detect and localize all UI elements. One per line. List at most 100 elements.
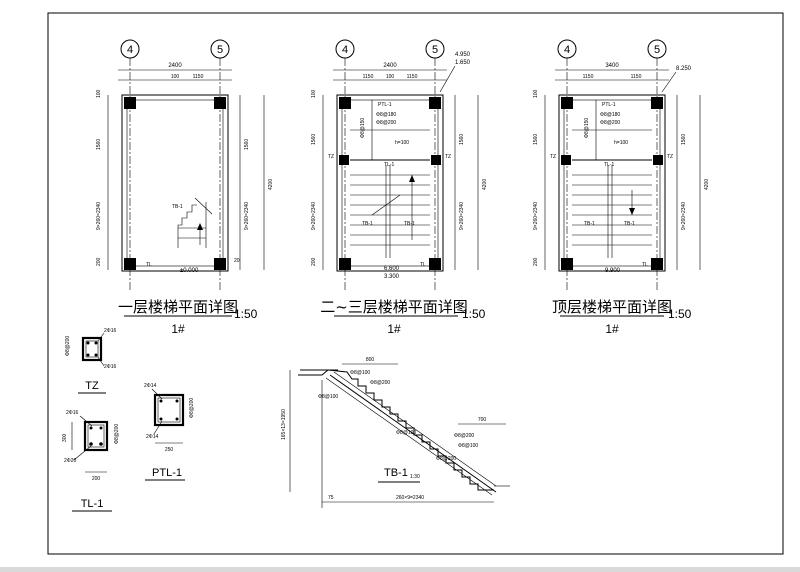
tz-bar-top: 2Φ16 — [104, 328, 117, 334]
ptl1-dim-w: 250 — [165, 447, 174, 453]
elev-1650: 1.650 — [455, 60, 471, 66]
scale-plan-3: 1:50 — [668, 307, 692, 321]
label-tl1-b: TL-1 — [384, 162, 395, 168]
label-h100-c: h=100 — [614, 140, 628, 146]
tb1-bar-3: Φ8@100 — [396, 430, 416, 436]
tl1-bar-top: 2Φ16 — [66, 410, 79, 416]
dim-left-3: 200 — [96, 257, 102, 266]
tb1-bar-1: Φ8@200 — [370, 380, 390, 386]
elev-8250: 8.250 — [676, 66, 692, 72]
section-tl1: 2Φ16 Φ8@200 2Φ20 300 200 TL-1 — [62, 410, 120, 512]
dim-top-b-c: 1150 — [631, 74, 642, 80]
dim-right-1-c: 9×260=2340 — [681, 202, 687, 230]
label-tl-b: TL — [420, 262, 426, 268]
label-tl-c: TL — [642, 262, 648, 268]
label-tb1-c2: TB-1 — [624, 221, 635, 227]
tl1-dim-w: 200 — [92, 476, 101, 482]
number-plan-2: 1# — [387, 322, 401, 336]
tl1-dim-h: 300 — [62, 433, 68, 442]
tl1-stirrup: Φ8@200 — [114, 424, 120, 444]
grid-label-5-b: 5 — [432, 44, 438, 56]
label-tz-right-b: TZ — [445, 154, 451, 160]
label-tl-g: TL — [146, 262, 152, 268]
grid-label-4-b: 4 — [342, 44, 348, 56]
dim-right-2: 4200 — [268, 179, 274, 190]
tb1-bar-2: Φ8@100 — [318, 394, 338, 400]
dim-right-1: 9×260=2340 — [244, 202, 250, 230]
dim-left-3-c: 9×260=2340 — [533, 202, 539, 230]
dim-top-a-c: 1150 — [583, 74, 594, 80]
label-tz-right-c: TZ — [667, 154, 673, 160]
dim-left-4-b: 200 — [311, 257, 317, 266]
label-rebar-a-c: Φ8@180 — [600, 112, 620, 118]
dim-left-1: 1560 — [96, 139, 102, 150]
elev-3300: 3.300 — [384, 274, 400, 280]
dim-right-2-c: 4200 — [704, 179, 710, 190]
dim-top-c-b: 1150 — [407, 74, 418, 80]
tb1-scale: 1:30 — [410, 474, 420, 480]
label-rebar-b-b: Φ8@200 — [376, 120, 396, 126]
tb1-bar-5: Φ8@100 — [458, 443, 478, 449]
label-rebar-c-b: Φ8@150 — [360, 118, 366, 138]
label-rebar-c-c: Φ8@150 — [584, 118, 590, 138]
section-tz: 2Φ16 Φ8@200 2Φ16 TZ — [65, 328, 117, 394]
dim-left-2: 9×260=2340 — [96, 202, 102, 230]
dim-top-gap: 100 — [171, 74, 180, 80]
dim-right-0-b: 1560 — [459, 134, 465, 145]
number-plan-3: 1# — [605, 322, 619, 336]
title-plan-3: 顶层楼梯平面详图 — [552, 298, 672, 316]
dim-left-3-b: 9×260=2340 — [311, 202, 317, 230]
ptl1-title: PTL-1 — [152, 467, 182, 479]
treads-b — [350, 165, 430, 258]
dim-right-2-b: 4200 — [482, 179, 488, 190]
dim-top-width: 2400 — [168, 63, 182, 69]
grid-label-5-c: 5 — [654, 44, 660, 56]
section-ptl1: 2Φ14 Φ8@200 2Φ14 250 PTL-1 — [144, 383, 195, 481]
dim-left-1-b: 1560 — [311, 134, 317, 145]
tz-title: TZ — [85, 380, 99, 392]
dim-top-a-b: 1150 — [363, 74, 374, 80]
tb1-dim-height: 165×13=1950 — [281, 409, 287, 440]
title-plan-2: 二~三层楼梯平面详图 — [320, 298, 468, 316]
dim-top-width-c: 3400 — [605, 63, 619, 69]
section-tb1: 800 700 165×13=1950 260×9=2340 75 Φ8@100… — [281, 357, 510, 508]
dim-left-0: 100 — [96, 89, 102, 98]
label-h100-b: h=100 — [395, 140, 409, 146]
tb1-bar-4: Φ8@200 — [454, 433, 474, 439]
dim-top-flight: 1150 — [193, 74, 204, 80]
ptl1-bar-top: 2Φ14 — [144, 383, 157, 389]
number-plan-1: 1# — [171, 322, 185, 336]
label-tb1-b2: TB-1 — [404, 221, 415, 227]
scale-plan-1: 1:50 — [234, 307, 258, 321]
tl1-bar-bottom: 2Φ20 — [64, 458, 77, 464]
elev-ground: ±0.000 — [180, 268, 199, 274]
tb1-dim-top: 800 — [366, 357, 375, 363]
plan-ground-floor: 4 5 2400 100 1150 TB-1 TL ±0.000 100 156… — [96, 39, 274, 336]
ptl1-bar-bottom: 2Φ14 — [146, 434, 159, 440]
plan-second-third-floor: 4 5 2400 1150 100 1150 4.950 1.650 PTL-1… — [311, 39, 488, 336]
dim-right-0: 1560 — [244, 139, 250, 150]
dim-right-1-b: 9×260=2340 — [459, 202, 465, 230]
ptl1-stirrup: Φ8@200 — [189, 398, 195, 418]
label-rebar-b-c: Φ8@200 — [600, 120, 620, 126]
tb1-bar-0: Φ8@100 — [350, 370, 370, 376]
tl1-title: TL-1 — [81, 498, 104, 510]
tb1-bar-6: Φ8@200 — [436, 456, 456, 462]
tb1-dim-span: 260×9=2340 — [396, 495, 424, 501]
label-tb1-c1: TB-1 — [584, 221, 595, 227]
dim-right-0-c: 1560 — [681, 134, 687, 145]
tb1-dim-75: 75 — [328, 495, 334, 501]
elev-4950: 4.950 — [455, 52, 471, 58]
grid-label-5: 5 — [217, 44, 223, 56]
tz-bar-bottom: 2Φ16 — [104, 364, 117, 370]
dim-top-width-b: 2400 — [383, 63, 397, 69]
dim-left-0-c: 100 — [533, 89, 539, 98]
label-ptl1-c: PTL-1 — [602, 102, 616, 108]
dim-left-4-c: 200 — [533, 257, 539, 266]
dim-right-3: 20 — [234, 258, 240, 264]
title-plan-1: 一层楼梯平面详图 — [118, 298, 238, 316]
tz-stirrup: Φ8@200 — [65, 336, 71, 356]
scale-plan-2: 1:50 — [462, 307, 486, 321]
